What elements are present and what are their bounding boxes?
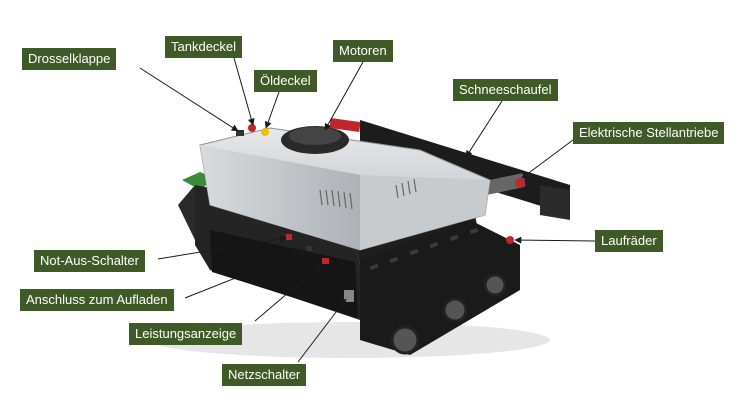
actuator-body	[479, 173, 526, 196]
track-treads	[369, 227, 479, 271]
label-power-switch: Netzschalter	[222, 364, 307, 386]
leader-tank-cap	[233, 57, 255, 126]
label-snow-shovel: Schneeschaufel	[453, 79, 558, 101]
leader-emergency-stop	[157, 235, 287, 260]
leader-lines	[139, 57, 596, 363]
wheel-hub-marker	[506, 236, 514, 244]
label-throttle: Drosselklappe	[22, 48, 117, 70]
charging-port-socket	[306, 246, 312, 251]
label-wheels: Laufräder	[595, 230, 663, 252]
power-switch-knob	[344, 290, 354, 302]
cover-vents	[319, 178, 417, 210]
leader-power-switch	[297, 298, 347, 363]
label-emergency-stop: Not-Aus-Schalter	[34, 250, 145, 272]
actuator-cap	[515, 178, 525, 188]
leader-motors	[324, 61, 364, 131]
motor-label	[329, 117, 361, 133]
leader-power-display	[254, 263, 323, 322]
leader-wheels	[514, 236, 596, 244]
control-panel	[210, 230, 358, 318]
cover-front	[200, 145, 360, 250]
label-electric-actuators: Elektrische Stellantriebe	[573, 122, 725, 144]
label-power-display: Leistungsanzeige	[129, 323, 243, 345]
label-tank-cap: Tankdeckel	[165, 36, 243, 58]
road-wheel-rear	[483, 273, 507, 297]
throttle-lever	[236, 130, 244, 136]
leader-throttle	[139, 67, 239, 132]
label-charging-port: Anschluss zum Aufladen	[20, 289, 174, 311]
tank-cap-knob	[248, 124, 256, 132]
leader-actuators	[521, 139, 574, 179]
leader-snow-shovel	[465, 100, 503, 158]
label-motors: Motoren	[333, 40, 393, 62]
motor-fan-center	[289, 127, 341, 145]
oil-cap-knob	[261, 128, 269, 136]
cover-side	[360, 175, 490, 250]
robot-mower-illustration	[150, 117, 570, 358]
shovel-side	[540, 185, 570, 220]
emergency-stop-button	[286, 234, 292, 240]
label-oil-cap: Öldeckel	[254, 70, 317, 92]
road-wheel-front	[390, 325, 420, 355]
shovel-blade	[360, 120, 570, 215]
road-wheel-mid	[442, 297, 468, 323]
front-track	[360, 220, 520, 355]
leader-charging-port	[184, 249, 307, 299]
leader-oil-cap	[264, 91, 280, 129]
power-display-light	[322, 258, 329, 264]
